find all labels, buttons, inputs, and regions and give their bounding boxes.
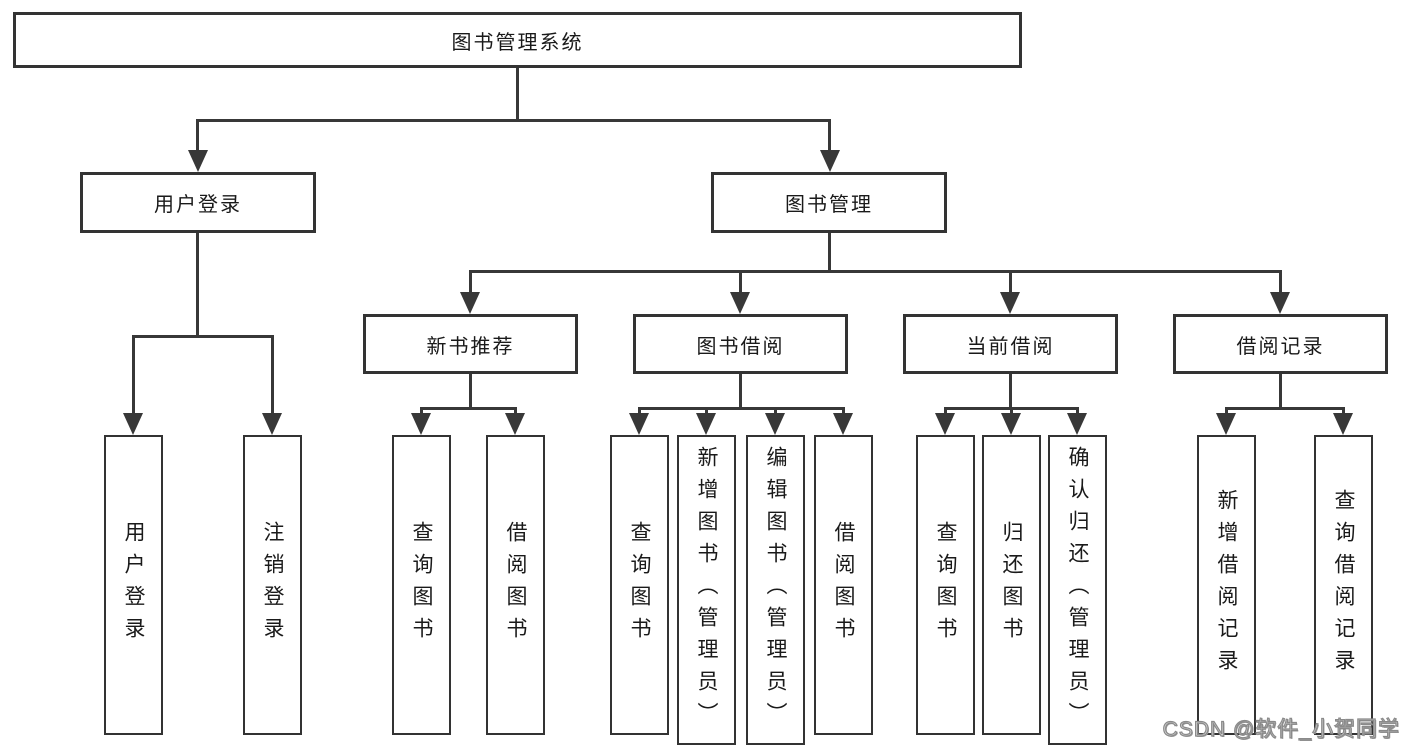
leaf-user-login: 用户登录 (104, 435, 163, 735)
leaf-label: 编辑图书（管理员） (764, 446, 787, 734)
arrowhead-down-icon (188, 150, 208, 172)
edge-vline (944, 407, 947, 416)
edge-vline (196, 119, 199, 152)
arrowhead-down-icon (411, 413, 431, 435)
leaf-label: 用户登录 (122, 521, 145, 649)
edge-vline (1010, 407, 1013, 416)
edge-vline (828, 119, 831, 152)
leaf-label: 查询图书 (934, 521, 957, 649)
node-current-borrow: 当前借阅 (903, 314, 1118, 374)
arrowhead-down-icon (1333, 413, 1353, 435)
arrowhead-down-icon (730, 292, 750, 314)
leaf-label: 新增借阅记录 (1215, 489, 1238, 681)
edge-vline (469, 270, 472, 294)
edge-vline (638, 407, 641, 416)
edge-vline (271, 335, 274, 415)
leaf-label: 查询图书 (628, 521, 651, 649)
leaf-label: 借阅图书 (832, 521, 855, 649)
node-root-label: 图书管理系统 (451, 31, 584, 54)
node-book-management: 图书管理 (711, 172, 947, 233)
arrowhead-down-icon (1270, 292, 1290, 314)
edge-vline (469, 374, 472, 410)
leaf-edit-books-admin: 编辑图书（管理员） (746, 435, 805, 745)
edge-vline (420, 407, 423, 416)
arrowhead-down-icon (262, 413, 282, 435)
edge-hline (197, 119, 831, 122)
edge-vline (1076, 407, 1079, 416)
leaf-label: 查询图书 (410, 521, 433, 649)
leaf-label: 注销登录 (261, 521, 284, 649)
edge-hline (469, 270, 1281, 273)
leaf-add-borrow-record: 新增借阅记录 (1197, 435, 1256, 735)
edge-vline (1279, 270, 1282, 294)
arrowhead-down-icon (123, 413, 143, 435)
edge-vline (705, 407, 708, 416)
edge-vline (842, 407, 845, 416)
arrowhead-down-icon (820, 150, 840, 172)
edge-vline (516, 68, 519, 122)
edge-hline (1225, 407, 1345, 410)
leaf-add-books-admin: 新增图书（管理员） (677, 435, 736, 745)
edge-vline (514, 407, 517, 416)
arrowhead-down-icon (935, 413, 955, 435)
arrowhead-down-icon (629, 413, 649, 435)
leaf-borrow-books: 借阅图书 (814, 435, 873, 735)
edge-vline (739, 374, 742, 410)
node-label: 当前借阅 (966, 335, 1055, 358)
node-user-login: 用户登录 (80, 172, 316, 233)
edge-vline (739, 270, 742, 294)
edge-vline (828, 233, 831, 273)
edge-vline (1342, 407, 1345, 416)
edge-vline (774, 407, 777, 416)
edge-vline (1009, 374, 1012, 410)
node-new-book-recommend: 新书推荐 (363, 314, 578, 374)
edge-vline (1225, 407, 1228, 416)
node-label: 图书借阅 (696, 335, 785, 358)
csdn-watermark: CSDN @软件_小贺同学 (1162, 717, 1400, 741)
node-label: 用户登录 (154, 194, 242, 216)
edge-vline (1009, 270, 1012, 294)
leaf-label: 查询借阅记录 (1332, 489, 1355, 681)
node-borrow-records: 借阅记录 (1173, 314, 1388, 374)
leaf-query-books: 查询图书 (610, 435, 669, 735)
leaf-label: 新增图书（管理员） (695, 446, 718, 734)
node-book-borrow: 图书借阅 (633, 314, 848, 374)
node-root: 图书管理系统 (13, 12, 1022, 68)
leaf-label: 确认归还（管理员） (1066, 446, 1089, 734)
arrowhead-down-icon (505, 413, 525, 435)
edge-hline (638, 407, 845, 410)
arrowhead-down-icon (696, 413, 716, 435)
leaf-query-borrow-record: 查询借阅记录 (1314, 435, 1373, 735)
edge-vline (196, 233, 199, 338)
arrowhead-down-icon (1216, 413, 1236, 435)
leaf-logout: 注销登录 (243, 435, 302, 735)
node-label: 图书管理 (785, 194, 873, 216)
edge-vline (132, 335, 135, 415)
arrowhead-down-icon (1001, 413, 1021, 435)
leaf-confirm-return-admin: 确认归还（管理员） (1048, 435, 1107, 745)
edge-hline (132, 335, 274, 338)
edge-hline (420, 407, 517, 410)
leaf-label: 借阅图书 (504, 521, 527, 649)
arrowhead-down-icon (1000, 292, 1020, 314)
arrowhead-down-icon (1067, 413, 1087, 435)
node-label: 新书推荐 (426, 335, 515, 358)
leaf-query-books: 查询图书 (392, 435, 451, 735)
arrowhead-down-icon (765, 413, 785, 435)
leaf-query-books: 查询图书 (916, 435, 975, 735)
leaf-return-books: 归还图书 (982, 435, 1041, 735)
arrowhead-down-icon (460, 292, 480, 314)
leaf-label: 归还图书 (1000, 521, 1023, 649)
leaf-borrow-books: 借阅图书 (486, 435, 545, 735)
edge-vline (1279, 374, 1282, 410)
node-label: 借阅记录 (1236, 335, 1325, 358)
arrowhead-down-icon (833, 413, 853, 435)
